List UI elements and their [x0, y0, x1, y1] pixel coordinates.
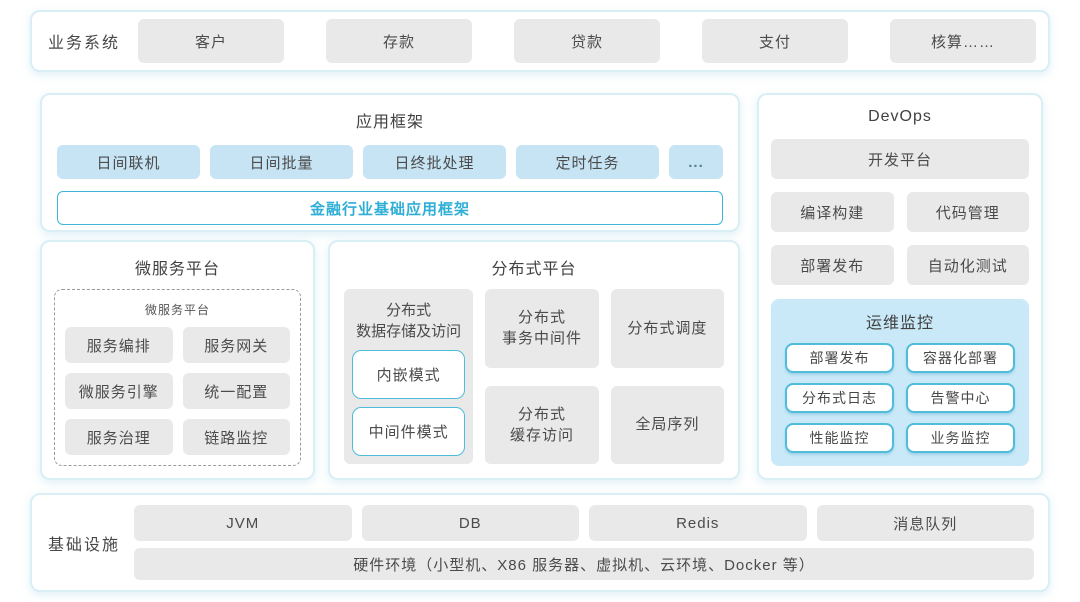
devops-panel: DevOps 开发平台 编译构建 代码管理 部署发布 自动化测试 运维监控 部署…	[757, 93, 1043, 480]
devops-title: DevOps	[868, 108, 932, 125]
distributed-middle-column: 分布式 事务中间件 分布式 缓存访问	[485, 289, 599, 464]
node-mon-deploy-release: 部署发布	[785, 343, 894, 373]
ops-monitoring-grid: 部署发布 容器化部署 分布式日志 告警中心 性能监控 业务监控	[785, 343, 1015, 453]
node-code-management: 代码管理	[906, 192, 1029, 232]
ops-monitoring-title: 运维监控	[865, 315, 934, 332]
node-service-gateway: 服务网关	[182, 327, 290, 363]
node-middleware-mode: 中间件模式	[352, 407, 466, 456]
node-hardware-environment: 硬件环境（小型机、X86 服务器、虚拟机、云环境、Docker 等）	[134, 548, 1034, 580]
node-service-orchestration: 服务编排	[65, 327, 173, 363]
distributed-storage-title: 分布式 数据存储及访问	[356, 302, 462, 340]
microservices-grid: 服务编排 服务网关 微服务引擎 统一配置 服务治理 链路监控	[65, 327, 290, 455]
distributed-right-column: 分布式调度 全局序列	[610, 289, 724, 464]
distributed-grid: 分布式 数据存储及访问 内嵌模式 中间件模式 分布式 事务中间件 分布式 缓存访…	[344, 289, 724, 464]
node-jvm: JVM	[134, 505, 352, 541]
node-unified-config: 统一配置	[182, 373, 290, 409]
infrastructure-label: 基础设施	[48, 536, 121, 554]
app-framework-title: 应用框架	[355, 114, 424, 131]
distributed-title: 分布式平台	[491, 261, 577, 278]
node-distributed-logging: 分布式日志	[785, 383, 894, 413]
node-daytime-online: 日间联机	[57, 145, 200, 179]
node-financial-base-framework: 金融行业基础应用框架	[57, 191, 723, 225]
ops-monitoring-panel: 运维监控 部署发布 容器化部署 分布式日志 告警中心 性能监控 业务监控	[771, 299, 1029, 466]
node-db: DB	[361, 505, 579, 541]
node-dev-platform: 开发平台	[771, 139, 1029, 179]
devops-row-2: 部署发布 自动化测试	[771, 245, 1029, 285]
node-business-monitoring: 业务监控	[906, 423, 1015, 453]
microservices-panel: 微服务平台 微服务平台 服务编排 服务网关 微服务引擎 统一配置 服务治理 链路…	[40, 240, 315, 480]
node-distributed-scheduling: 分布式调度	[610, 289, 724, 368]
infrastructure-row: JVM DB Redis 消息队列	[134, 505, 1034, 541]
microservices-inner-title: 微服务平台	[144, 303, 210, 317]
business-systems-panel: 业务系统 客户 存款 贷款 支付 核算……	[30, 10, 1050, 72]
node-redis: Redis	[589, 505, 807, 541]
node-compile-build: 编译构建	[771, 192, 894, 232]
node-scheduled-tasks: 定时任务	[516, 145, 659, 179]
business-systems-row: 客户 存款 贷款 支付 核算……	[138, 19, 1036, 63]
node-alert-center: 告警中心	[906, 383, 1015, 413]
node-deploy-release: 部署发布	[771, 245, 894, 285]
app-framework-row: 日间联机 日间批量 日终批处理 定时任务 ...	[57, 145, 723, 179]
node-global-sequence: 全局序列	[610, 385, 724, 464]
distributed-panel: 分布式平台 分布式 数据存储及访问 内嵌模式 中间件模式 分布式 事务中间件 分…	[328, 240, 740, 480]
app-framework-panel: 应用框架 日间联机 日间批量 日终批处理 定时任务 ... 金融行业基础应用框架	[40, 93, 740, 232]
node-distributed-transaction-middleware: 分布式 事务中间件	[485, 289, 599, 368]
node-payment: 支付	[702, 19, 848, 63]
node-customer: 客户	[138, 19, 284, 63]
node-more-ellipsis: ...	[669, 145, 723, 179]
node-loan: 贷款	[514, 19, 660, 63]
distributed-storage-group: 分布式 数据存储及访问 内嵌模式 中间件模式	[344, 289, 474, 464]
node-trace-monitoring: 链路监控	[182, 419, 290, 455]
node-eod-batch: 日终批处理	[363, 145, 506, 179]
node-microservice-engine: 微服务引擎	[65, 373, 173, 409]
node-service-governance: 服务治理	[65, 419, 173, 455]
node-accounting-etc: 核算……	[890, 19, 1036, 63]
node-containerized-deployment: 容器化部署	[906, 343, 1015, 373]
microservices-dashed-group: 微服务平台 服务编排 服务网关 微服务引擎 统一配置 服务治理 链路监控	[54, 289, 301, 466]
node-daytime-batch: 日间批量	[210, 145, 353, 179]
business-systems-label: 业务系统	[48, 35, 121, 52]
node-performance-monitoring: 性能监控	[785, 423, 894, 453]
infrastructure-panel: 基础设施 JVM DB Redis 消息队列 硬件环境（小型机、X86 服务器、…	[30, 493, 1050, 592]
infrastructure-content: JVM DB Redis 消息队列 硬件环境（小型机、X86 服务器、虚拟机、云…	[134, 505, 1034, 580]
microservices-title: 微服务平台	[134, 261, 220, 278]
devops-row-1: 编译构建 代码管理	[771, 192, 1029, 232]
node-message-queue: 消息队列	[816, 505, 1034, 541]
node-embedded-mode: 内嵌模式	[352, 350, 466, 399]
node-distributed-cache-access: 分布式 缓存访问	[485, 385, 599, 464]
node-automated-testing: 自动化测试	[906, 245, 1029, 285]
node-deposit: 存款	[326, 19, 472, 63]
